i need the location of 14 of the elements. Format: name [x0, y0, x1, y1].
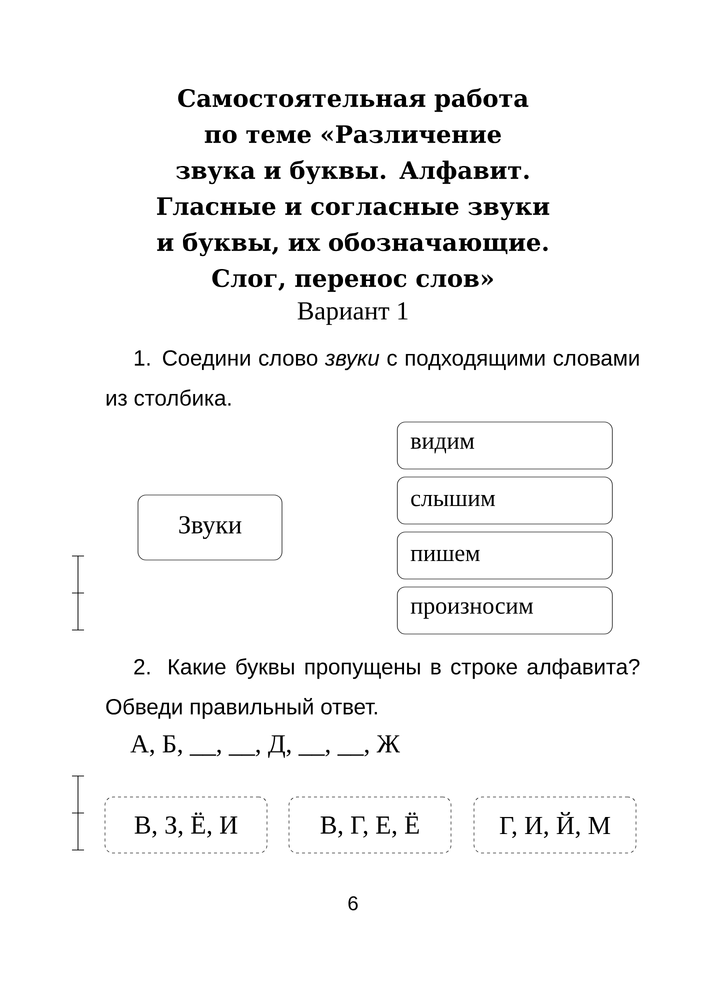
title: Самостоятельная работа по теме «Различение звука и буквы. Алфавит. Гласные и согласные звуки и буквы, их обозначающие. Слог, перенос слов»: [157, 88, 550, 292]
answer-card: произносим: [397, 586, 613, 634]
task-text: 1. Соедини слово звуки с подходящими словами из столбика.: [106, 350, 639, 406]
answer-card: слышим: [397, 476, 613, 524]
word-card: Звуки: [138, 494, 282, 560]
answer-option-box: В, З, Ё, И: [104, 796, 268, 854]
answer-card: видим: [397, 422, 613, 470]
answer-option-box: В, Г, Е, Ё: [288, 796, 452, 854]
answer-card: пишем: [397, 532, 613, 580]
task-text: 2. Какие буквы пропущены в строке алфавита? Обведи правильный ответ.: [106, 658, 640, 719]
answer-option-box: Г, И, Й, М: [474, 796, 636, 854]
variant-heading: Вариант 1: [298, 302, 408, 325]
page-number: 6: [348, 896, 358, 910]
alphabet-line: А, Б, __, __, Д, __, __, Ж: [130, 735, 400, 758]
